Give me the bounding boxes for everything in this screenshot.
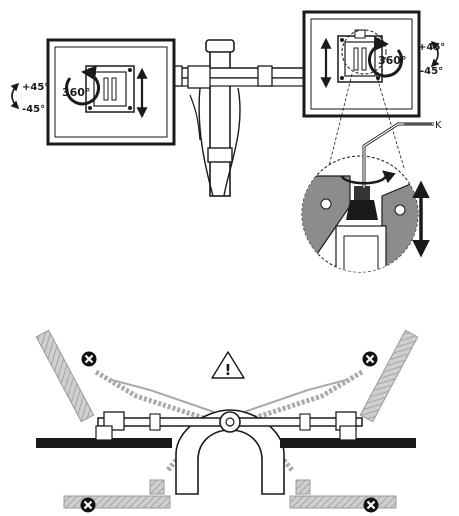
right-rotation-label: 360° [378, 54, 406, 67]
warning-triangle-icon: ! [211, 351, 245, 379]
left-monitor-top-view [36, 438, 172, 448]
key-label: K [435, 120, 442, 131]
desk-base [175, 409, 285, 495]
forbidden-cross-icon-3 [80, 497, 96, 513]
detail-callout-ring [341, 29, 387, 75]
left-rotation-arrow-icon [65, 65, 101, 106]
right-monitor-top-view [280, 438, 416, 448]
top-view-arm [36, 409, 416, 495]
left-tilt-plus-label: +45° [22, 82, 49, 93]
dual-monitor-setup: +45° -45° +45° -45° 360° 360° [10, 10, 445, 197]
left-tilt-minus-label: -45° [22, 104, 45, 115]
forbidden-cross-icon-4 [363, 497, 379, 513]
left-tilt-arrow-icon [10, 82, 20, 110]
forbidden-cross-icon-1 [81, 351, 97, 367]
warning-glyph: ! [225, 361, 232, 379]
left-vesa-plate [85, 65, 135, 113]
right-tilt-arrow-icon [430, 40, 440, 68]
right-tilt-minus-label: -45° [420, 66, 443, 77]
left-rotation-label: 360° [62, 86, 90, 99]
right-monitor [302, 10, 421, 118]
key-rotate-arrow-icon [340, 170, 396, 185]
right-tilt-plus-label: +45° [418, 42, 445, 53]
left-monitor [46, 38, 176, 146]
desk-pole [198, 39, 241, 197]
forbidden-cross-icon-2 [362, 351, 378, 367]
right-rotation-arrow-icon [368, 36, 403, 78]
swing-range-diagram: ! [35, 329, 419, 513]
